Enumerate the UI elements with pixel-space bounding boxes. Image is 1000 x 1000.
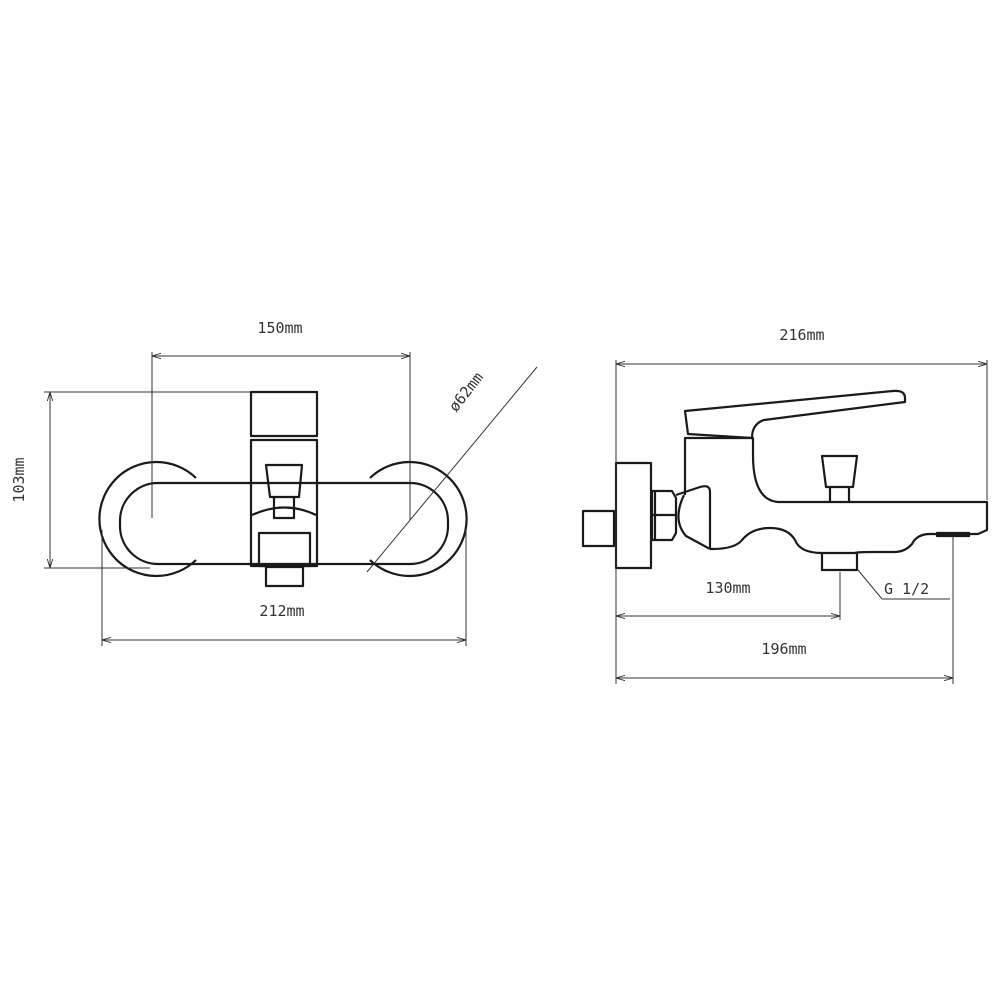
front-view: 150mm 103mm ø62mm 212mm: [10, 319, 538, 646]
dimension-label-196: 196mm: [761, 640, 806, 658]
top-cap: [249, 390, 319, 438]
wall-flange: [614, 461, 653, 570]
dimension-label-212: 212mm: [259, 602, 304, 620]
bottom-outlet: [820, 551, 859, 572]
eccentric-connector: [675, 485, 712, 550]
right-rosette: [369, 460, 468, 578]
diverter-knob-side: [820, 454, 859, 502]
dimension-label-150: 150mm: [257, 319, 302, 337]
lever-handle: [683, 389, 907, 440]
diverter-knob: [264, 463, 304, 520]
mixer-body: [683, 436, 989, 555]
thread-label: G 1/2: [884, 580, 929, 598]
body-bar: [118, 481, 450, 566]
side-view: 216mm 130mm G 1/2 196mm: [581, 326, 989, 684]
faucet-front-outline: [98, 390, 468, 588]
inlet-pipe: [581, 509, 616, 548]
cartridge-body: [249, 438, 319, 568]
dimension-line-diameter: [366, 366, 538, 573]
dimension-label-diameter: ø62mm: [445, 369, 487, 416]
spout-aerator: [935, 531, 971, 538]
thread-leader-line: [857, 569, 950, 600]
dimension-label-216: 216mm: [779, 326, 824, 344]
outlet-front: [264, 565, 305, 588]
left-rosette: [98, 460, 197, 578]
spout-front: [251, 506, 317, 568]
faucet-side-outline: [581, 389, 989, 572]
dimension-label-130: 130mm: [705, 579, 750, 597]
dimension-label-103: 103mm: [10, 457, 28, 502]
hex-nut: [650, 489, 678, 542]
